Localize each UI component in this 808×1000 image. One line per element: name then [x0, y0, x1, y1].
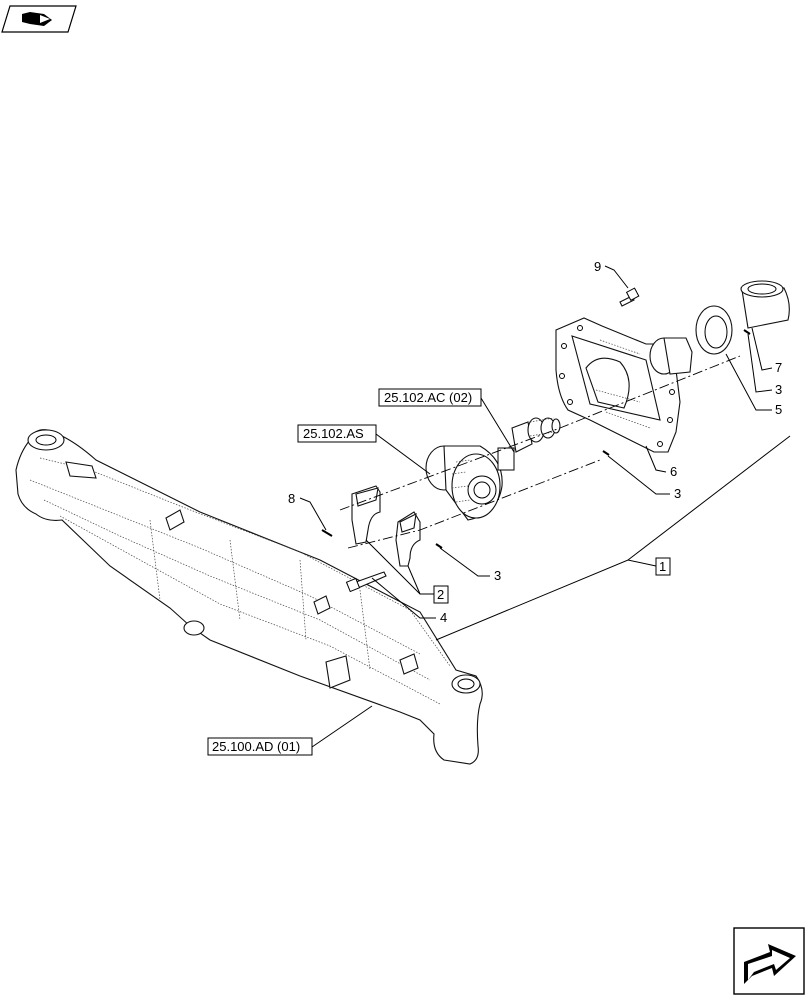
svg-text:25.102.AC (02): 25.102.AC (02)	[384, 390, 472, 405]
callout-7: 7	[775, 360, 782, 375]
bearing-cap-left	[351, 485, 381, 545]
next-page-arrow-icon[interactable]	[733, 927, 805, 995]
ref-25-102-ac-02[interactable]: 25.102.AC (02)	[378, 388, 482, 407]
callout-3: 3	[674, 486, 681, 501]
differential-assembly	[425, 445, 515, 521]
pinion-gear	[511, 417, 561, 453]
assembly-axis-line-lower	[347, 459, 601, 549]
axle-housing	[15, 429, 483, 765]
bearing-cap-right	[395, 511, 421, 567]
ref-25-100-ad-01[interactable]: 25.100.AD (01)	[207, 737, 313, 756]
bushing-7	[740, 280, 790, 329]
callout-5: 5	[775, 402, 782, 417]
bolt-4	[345, 571, 387, 593]
book-arrow-icon[interactable]	[1, 5, 77, 33]
svg-text:25.100.AD (01): 25.100.AD (01)	[212, 739, 300, 754]
pin-8	[321, 529, 333, 537]
pin-3-a	[435, 543, 443, 549]
callout-box-1[interactable]: 1	[655, 557, 671, 576]
callout-box-2[interactable]: 2	[433, 585, 449, 604]
carrier-housing-6	[555, 317, 693, 453]
svg-text:2: 2	[437, 587, 444, 602]
pin-3-c	[743, 329, 751, 335]
callout-3: 3	[494, 568, 501, 583]
pin-3-b	[602, 450, 610, 456]
ref-25-102-as[interactable]: 25.102.AS	[297, 424, 377, 443]
svg-text:25.102.AS: 25.102.AS	[303, 426, 364, 441]
callout-8: 8	[288, 491, 295, 506]
assembly-axis-line	[339, 355, 741, 511]
washer-5	[695, 305, 733, 355]
callout-4: 4	[440, 610, 447, 625]
bolt-9	[619, 287, 640, 307]
callout-6: 6	[670, 464, 677, 479]
callout-9: 9	[594, 259, 601, 274]
callout-3: 3	[775, 382, 782, 397]
svg-text:1: 1	[659, 559, 666, 574]
